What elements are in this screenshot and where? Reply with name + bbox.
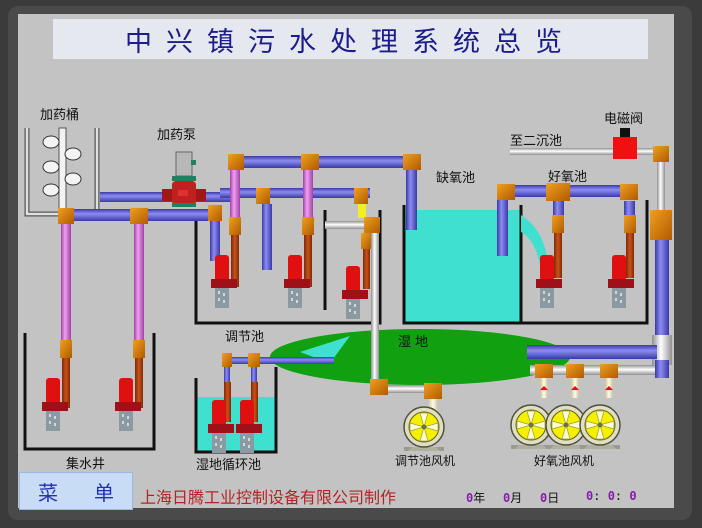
wetland-circulation-tank bbox=[194, 367, 278, 454]
date-year: 0年 bbox=[466, 491, 486, 505]
collection-well bbox=[23, 333, 156, 451]
solenoid-valve[interactable] bbox=[613, 128, 637, 159]
equalization-blower-label: 调节池风机 bbox=[395, 454, 456, 468]
dosing-pump-label: 加药泵 bbox=[157, 128, 197, 143]
dosing-pump bbox=[162, 151, 206, 207]
company-credit: 上海日腾工业控制设备有限公司制作 bbox=[140, 488, 397, 507]
date-month: 0月 bbox=[503, 491, 523, 505]
wetland-label: 湿 地 bbox=[398, 335, 429, 350]
aerobic-blower-label: 好氧池风机 bbox=[534, 454, 595, 468]
anoxic-tank bbox=[402, 205, 548, 325]
page-title: 中兴镇污水处理系统总览 bbox=[125, 26, 576, 58]
wetland-circulation-tank-label: 湿地循环池 bbox=[196, 458, 262, 473]
aerobic-tank-label: 好氧池 bbox=[548, 170, 588, 185]
menu-button[interactable]: 菜 单 bbox=[19, 472, 133, 510]
solenoid-valve-label: 电磁阀 bbox=[604, 112, 644, 127]
menu-label-1: 菜 bbox=[38, 480, 58, 505]
date-day: 0日 bbox=[540, 491, 560, 505]
to-secondary-clarifier-label: 至二沉池 bbox=[510, 134, 563, 149]
aerobic-blowers[interactable] bbox=[510, 364, 621, 450]
title-banner: 中兴镇污水处理系统总览 bbox=[53, 19, 648, 59]
dosing-tank-label: 加药桶 bbox=[40, 108, 80, 123]
menu-label-2: 单 bbox=[94, 480, 114, 505]
dosing-tank bbox=[24, 127, 100, 217]
equalization-blower[interactable] bbox=[403, 406, 445, 452]
anoxic-tank-label: 缺氧池 bbox=[436, 171, 476, 186]
wetland bbox=[270, 329, 570, 385]
collection-well-label: 集水井 bbox=[66, 457, 106, 472]
equalization-tank-label: 调节池 bbox=[225, 330, 265, 345]
aerobic-tank bbox=[521, 200, 649, 325]
time-clock: 0: 0: 0 bbox=[586, 489, 637, 503]
